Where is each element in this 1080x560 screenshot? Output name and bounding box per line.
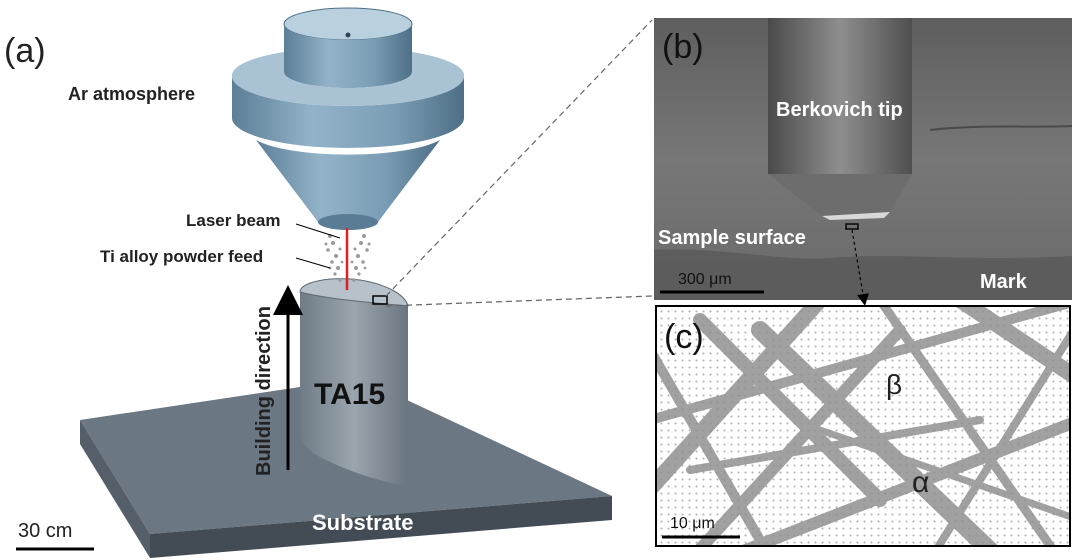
part-label: TA15 bbox=[314, 378, 385, 411]
mark-label: Mark bbox=[980, 271, 1028, 293]
powder-feed-label: Ti alloy powder feed bbox=[100, 247, 263, 266]
building-direction-label: Building direction bbox=[253, 306, 275, 476]
beta-phase-label: β bbox=[886, 369, 902, 400]
ar-atmosphere-label: Ar atmosphere bbox=[68, 84, 195, 104]
indent-region-box bbox=[372, 295, 388, 305]
scale-label-b: 300 μm bbox=[678, 271, 732, 288]
laser-beam-leader bbox=[295, 223, 341, 239]
nozzle bbox=[231, 7, 465, 230]
panel-b-label: (b) bbox=[662, 28, 704, 66]
zoom-line-top bbox=[385, 19, 653, 297]
panel-c-label: (c) bbox=[664, 318, 704, 356]
scale-label-c: 10 μm bbox=[670, 515, 715, 532]
laser-beam-label: Laser beam bbox=[186, 211, 281, 230]
panel-c: (c) β α 10 μm bbox=[655, 305, 1071, 547]
ta15-part bbox=[299, 278, 409, 486]
tip-label: Berkovich tip bbox=[776, 99, 903, 121]
alpha-phase-label: α bbox=[912, 466, 929, 499]
panel-a: (a) Ar atmosphere Laser beam Ti alloy po… bbox=[4, 7, 612, 558]
powder-feed-leader bbox=[295, 257, 331, 269]
zoom-line-bottom bbox=[385, 295, 653, 307]
alpha-laths bbox=[656, 306, 1070, 546]
scale-label-a: 30 cm bbox=[18, 520, 72, 542]
substrate-label: Substrate bbox=[312, 510, 413, 535]
panel-a-label: (a) bbox=[4, 32, 46, 70]
mark-box bbox=[845, 223, 859, 230]
berkovich-tip bbox=[768, 18, 912, 220]
sample-surface-label: Sample surface bbox=[658, 227, 806, 249]
panel-b: (b) Berkovich tip Sample surface 300 μm … bbox=[654, 18, 1073, 300]
